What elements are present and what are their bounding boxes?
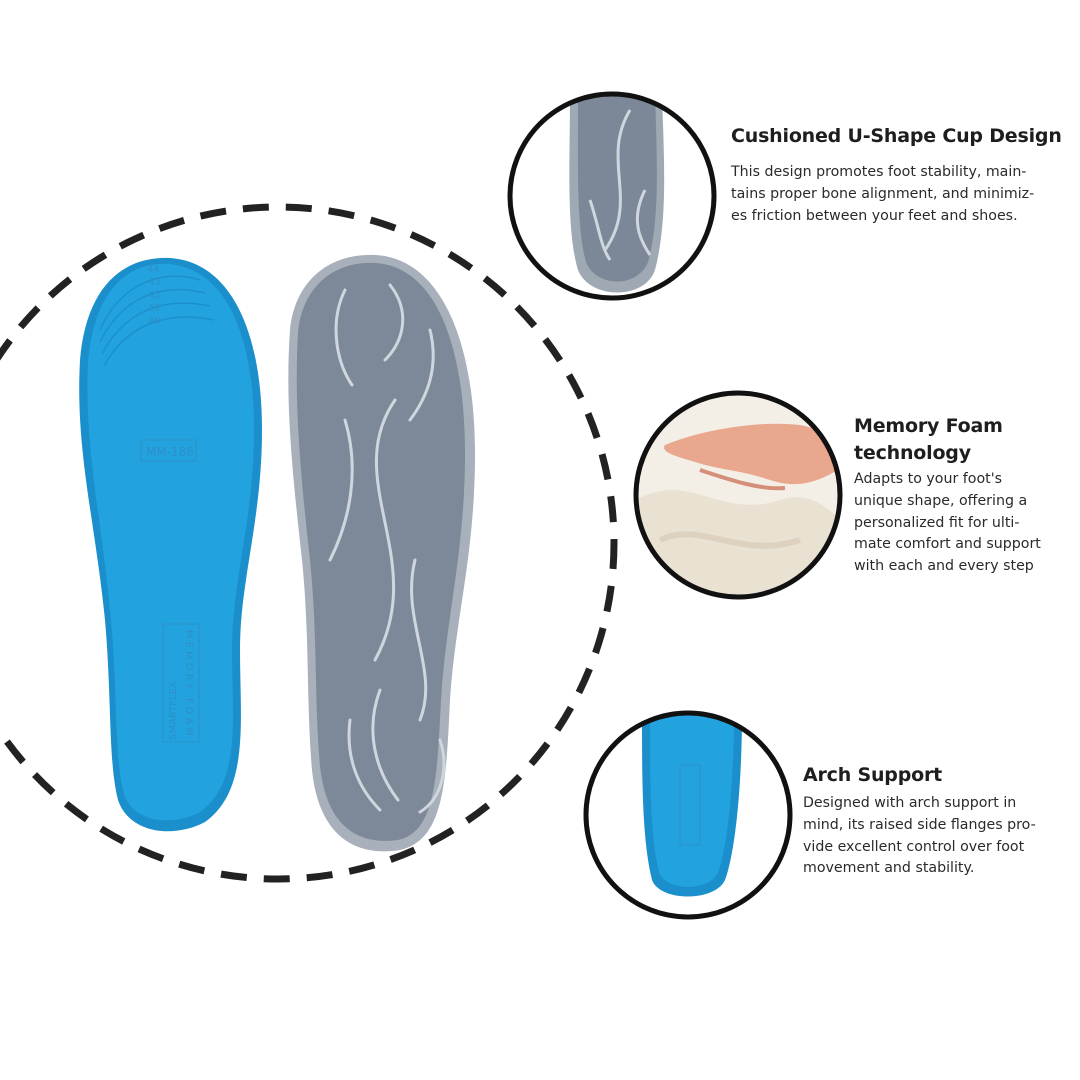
size-label: 44: [147, 264, 160, 275]
u-shape-cup-image: [507, 91, 717, 301]
feature-arch-support: Arch Support Designed with arch support …: [803, 762, 1073, 880]
arch-support-image: [583, 710, 793, 920]
brand-label: SMARTFLEX: [168, 681, 179, 740]
feature-u-shape-cup: Cushioned U-Shape Cup Design This design…: [731, 123, 1071, 227]
size-label: 40: [148, 316, 161, 327]
gray-insole: [288, 254, 476, 852]
feature-description: This design promotes foot stability, mai…: [731, 164, 1035, 224]
feature-title: Memory Foam technology: [854, 415, 1003, 464]
feature-description: Designed with arch support in mind, its …: [803, 795, 1036, 877]
feature-description: Adapts to your foot's unique shape, offe…: [854, 471, 1041, 575]
feature-title: Cushioned U-Shape Cup Design: [731, 125, 1062, 147]
feature-title: Arch Support: [803, 764, 942, 786]
size-label: 41: [148, 303, 161, 314]
dashed-circle: [0, 203, 618, 883]
feature-memory-foam: Memory Foam technology Adapts to your fo…: [854, 413, 1079, 578]
brand-label: MEMORY FOAM: [183, 630, 194, 739]
blue-insole: 44 43 42 41 40 MM-186 SMARTFLEX MEMORY F…: [79, 257, 262, 832]
size-label: 43: [148, 277, 161, 288]
memory-foam-image: [633, 390, 843, 600]
model-label: MM-186: [146, 445, 194, 459]
size-label: 42: [148, 290, 161, 301]
